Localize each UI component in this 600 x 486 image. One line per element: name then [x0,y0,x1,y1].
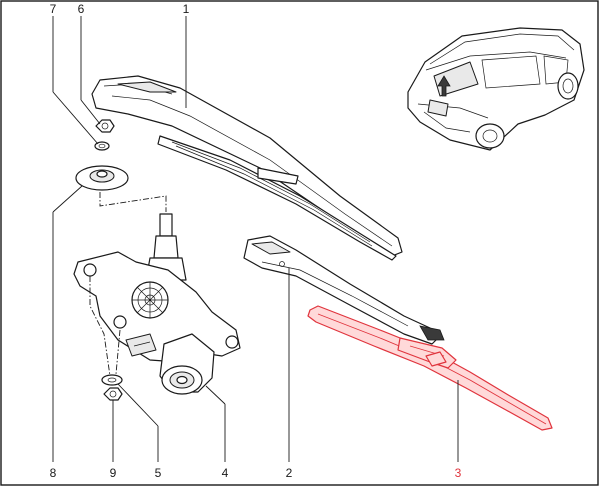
part-3-wiper-blade-highlighted [307,305,553,431]
assembly-line-mount-center [115,329,121,375]
assembly-line-mount-left [89,276,111,377]
part-7-nut [95,119,115,133]
leader-8b [52,185,83,213]
part-9-nut [103,387,123,401]
callout-4: 4 [222,466,229,480]
callout-6: 6 [78,2,85,16]
assembly-line-grommet-to-shaft [99,192,167,212]
leader-5b [117,383,159,427]
part-2-wiper-arm [243,235,445,345]
leader-7b [52,91,99,145]
part-4-wiper-motor [73,213,241,395]
callout-3-highlighted: 3 [455,466,462,480]
callout-5: 5 [155,466,162,480]
callout-8: 8 [50,466,57,480]
callout-2: 2 [286,466,293,480]
part-1-rear-wiper-arm-assembly [91,75,403,261]
vehicle-location-thumbnail [407,27,585,151]
part-5-washer [101,374,123,386]
leader-4b [205,385,226,405]
part-6-washer [94,141,110,151]
leader-6b [80,99,101,125]
callout-7: 7 [50,2,57,16]
callout-9: 9 [110,466,117,480]
callout-1: 1 [183,2,190,16]
part-8-grommet [75,165,129,191]
